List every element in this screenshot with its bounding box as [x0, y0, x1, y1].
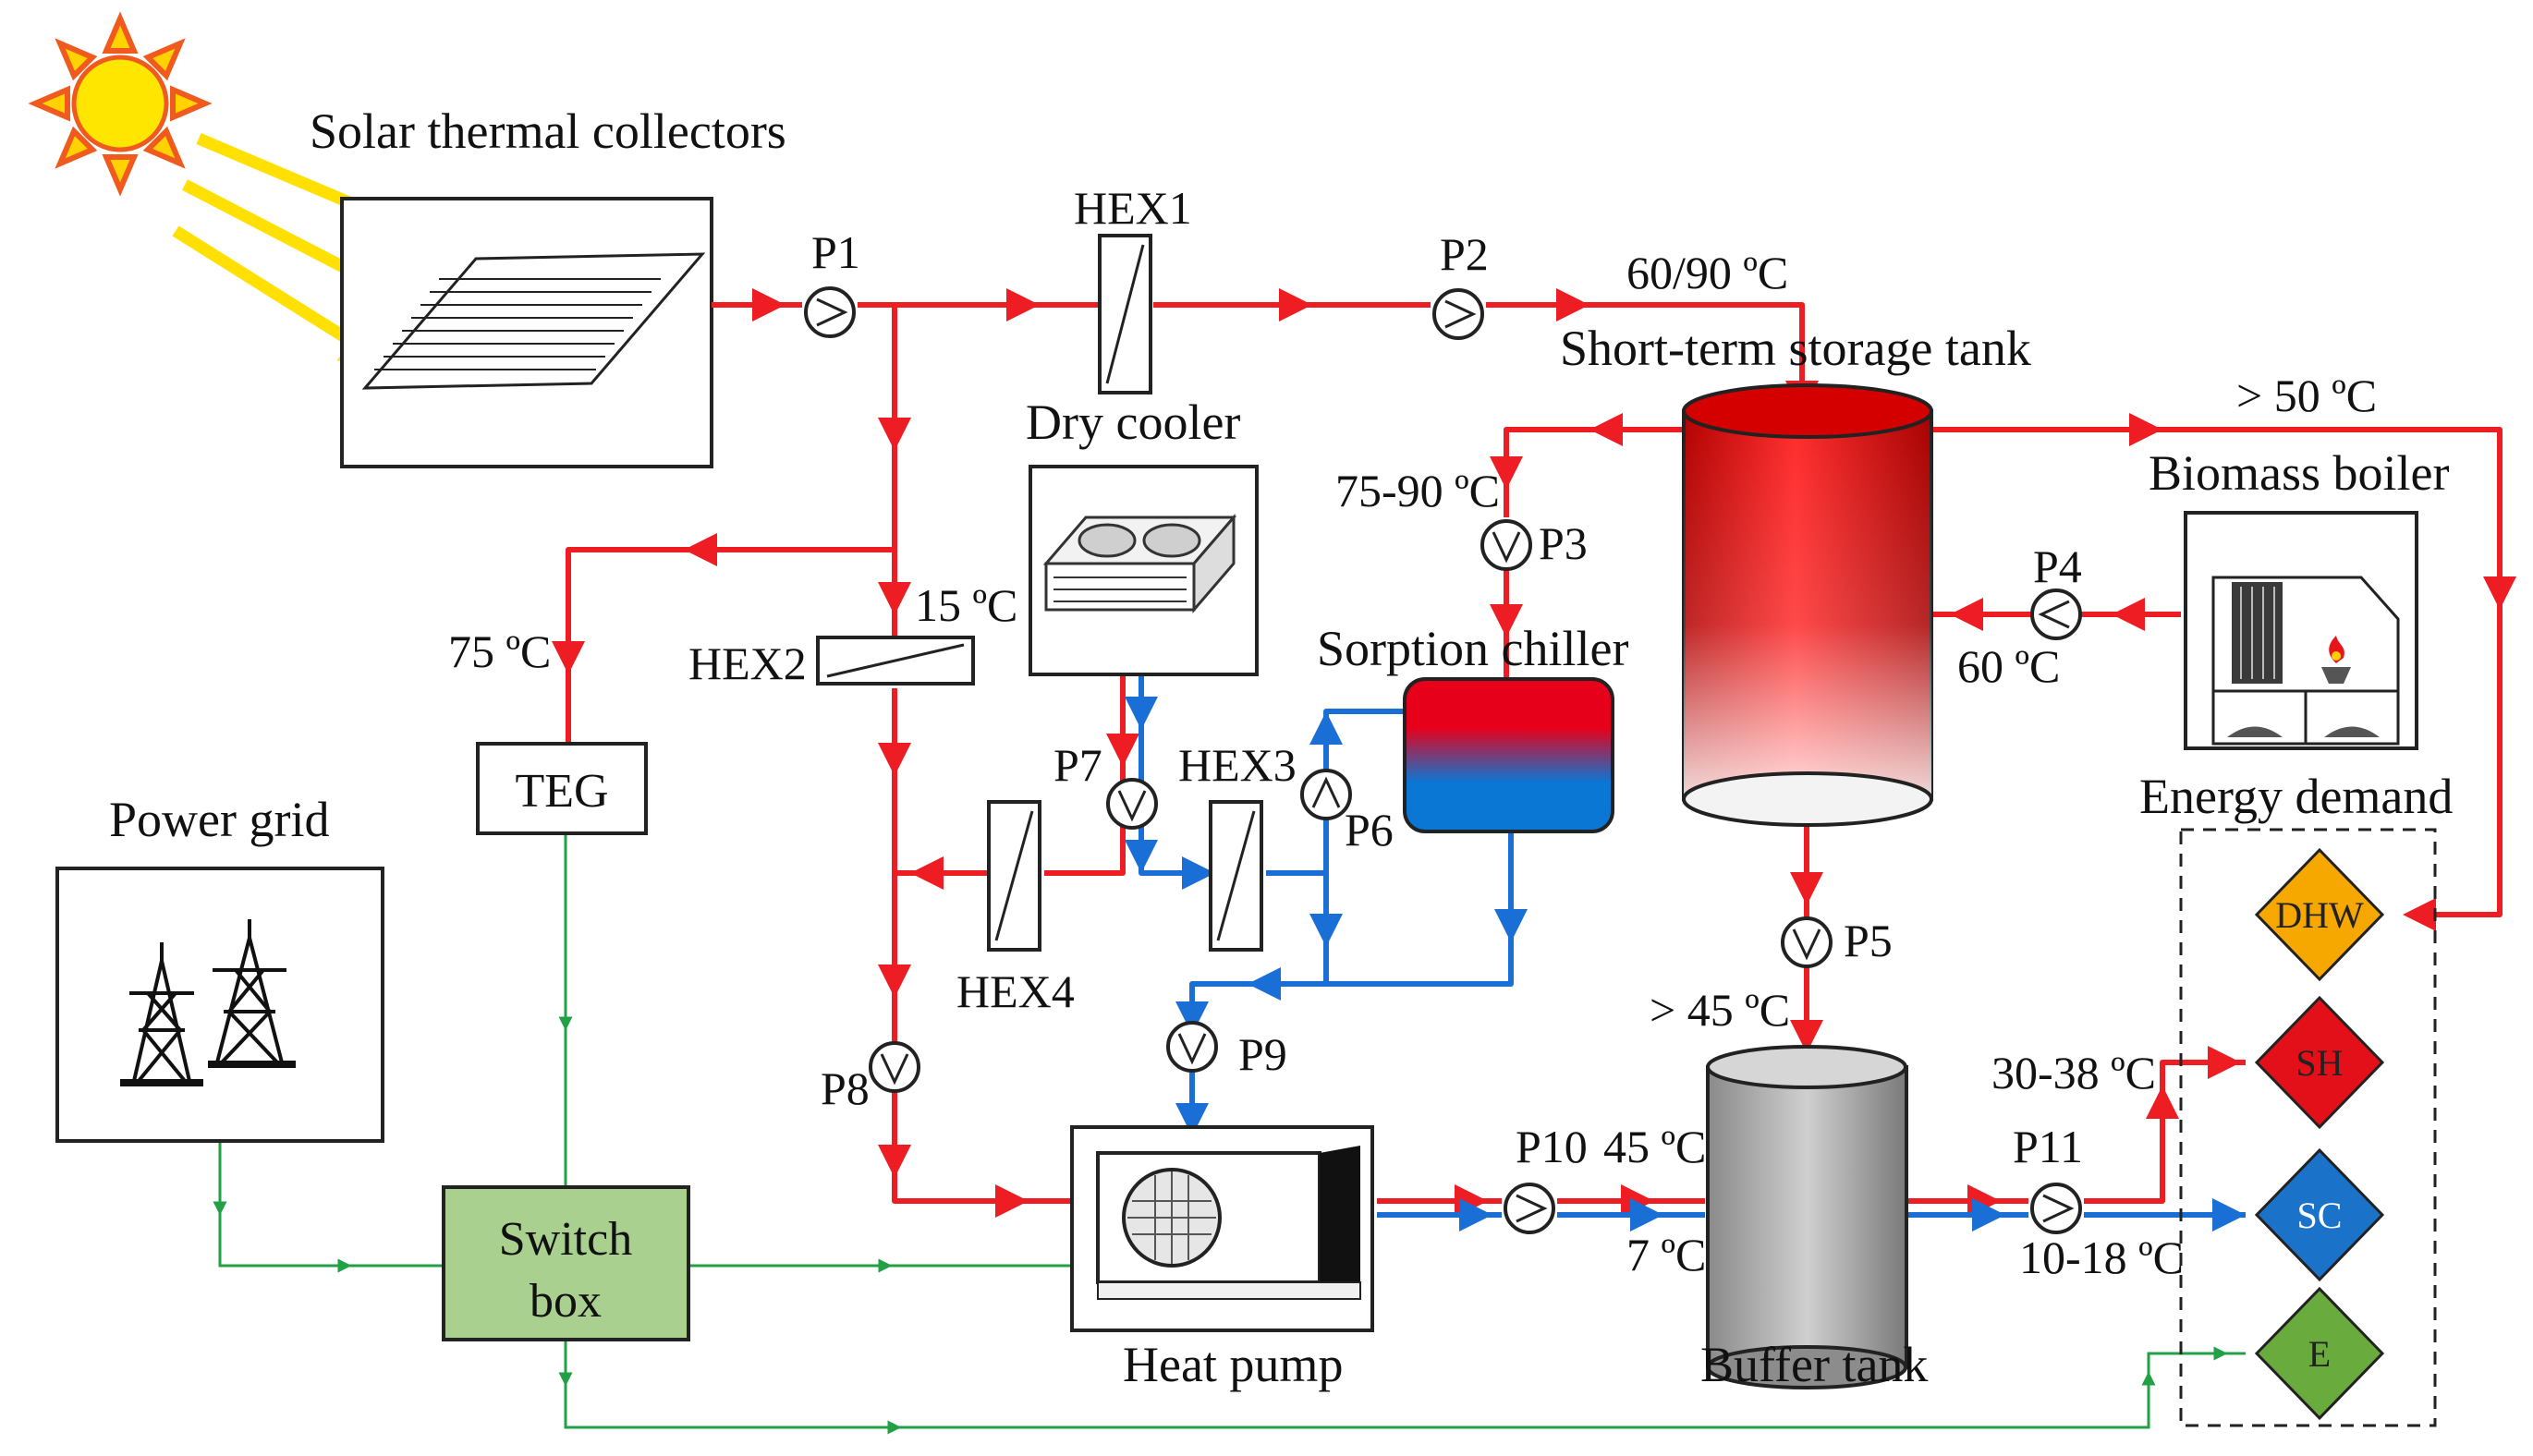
pump-p3: [1480, 519, 1532, 571]
demand-dhw: DHW: [2254, 847, 2385, 982]
temp-label-75-90: 75-90 ºC: [1335, 465, 1500, 516]
biomass-boiler-icon: [2184, 511, 2418, 750]
demand-sc-label: SC: [2297, 1195, 2343, 1236]
hex1-label: HEX1: [1074, 182, 1192, 234]
hex3-label: HEX3: [1178, 739, 1297, 791]
pump-label-p8: P8: [821, 1062, 870, 1114]
pump-label-p9: P9: [1238, 1028, 1287, 1080]
hex3-exchanger: [1209, 800, 1263, 952]
pump-label-p4: P4: [2033, 540, 2082, 592]
demand-e: E: [2254, 1286, 2385, 1421]
energy-demand-box: [2179, 828, 2437, 1427]
hex2-exchanger: [816, 636, 975, 686]
pump-p1: [804, 286, 856, 338]
pump-p10: [1504, 1183, 1555, 1234]
power-grid-box: [55, 867, 384, 1143]
pump-p11: [2030, 1183, 2082, 1234]
power-tower-icon: [120, 919, 296, 1086]
sorption-chiller-label: Sorption chiller: [1317, 621, 1628, 676]
pump-label-p6: P6: [1345, 804, 1394, 855]
temp-label-60: 60 ºC: [1957, 640, 2060, 692]
demand-sh-label: SH: [2296, 1042, 2343, 1084]
buffer-tank: [1706, 1045, 1908, 1389]
dry-cooler-icon: [1029, 465, 1259, 676]
switch-box-label-line2: box: [530, 1275, 602, 1328]
pump-label-p10: P10: [1516, 1121, 1588, 1172]
solar-collectors-label: Solar thermal collectors: [310, 103, 786, 159]
pump-p9: [1166, 1021, 1218, 1073]
temp-label-10-18: 10-18 ºC: [2019, 1232, 2184, 1283]
temp-label-above-45: > 45 ºC: [1650, 984, 1790, 1036]
temp-label-75: 75 ºC: [448, 625, 551, 677]
hex4-exchanger: [987, 800, 1041, 952]
storage-tank-label: Short-term storage tank: [1560, 321, 2031, 376]
cold-flow-arrows: [1125, 693, 2246, 1232]
temp-label-7: 7 ºC: [1626, 1229, 1706, 1280]
pump-label-p7: P7: [1053, 739, 1102, 791]
hex4-label: HEX4: [956, 965, 1075, 1017]
switch-box-label-line1: Switch: [499, 1213, 632, 1266]
demand-e-label: E: [2308, 1333, 2331, 1375]
dry-cooler-label: Dry cooler: [1026, 394, 1240, 450]
pump-label-p5: P5: [1844, 915, 1893, 966]
temp-label-60-90: 60/90 ºC: [1626, 247, 1788, 298]
power-grid-label: Power grid: [109, 792, 329, 847]
buffer-tank-label: Buffer tank: [1700, 1337, 1928, 1392]
demand-sh: SH: [2254, 995, 2385, 1130]
hex1-exchanger: [1098, 234, 1152, 394]
pump-label-p2: P2: [1440, 228, 1489, 280]
pump-label-p11: P11: [2013, 1121, 2083, 1172]
energy-demand-label: Energy demand: [2139, 769, 2453, 824]
pump-p4: [2030, 588, 2082, 640]
pump-p2: [1432, 288, 1484, 340]
pump-label-p3: P3: [1539, 517, 1588, 569]
temp-label-above-50: > 50 ºC: [2236, 370, 2377, 421]
temp-label-15: 15 ºC: [915, 579, 1017, 631]
teg-box: [476, 742, 648, 835]
temp-label-45: 45 ºC: [1603, 1121, 1706, 1172]
sorption-chiller: [1403, 677, 1614, 833]
pump-label-p1: P1: [811, 226, 860, 278]
biomass-boiler-label: Biomass boiler: [2149, 445, 2449, 501]
pump-p6: [1300, 769, 1352, 820]
demand-sc: SC: [2254, 1147, 2385, 1282]
storage-tank: [1682, 383, 1933, 827]
pump-p8: [869, 1041, 920, 1093]
pump-p7: [1106, 778, 1158, 830]
heat-pump-label: Heat pump: [1123, 1337, 1343, 1392]
hot-flow-arrows: [552, 288, 2516, 1218]
demand-dhw-label: DHW: [2275, 894, 2364, 936]
hex2-label: HEX2: [688, 637, 807, 689]
heat-pump-icon: [1070, 1125, 1374, 1332]
electric-flow-arrows: [213, 1007, 2228, 1435]
temp-label-30-38: 30-38 ºC: [1991, 1047, 2156, 1098]
sun-icon: [28, 11, 213, 197]
switch-box: [442, 1185, 690, 1341]
pump-p5: [1781, 916, 1833, 968]
teg-label: TEG: [515, 765, 608, 818]
solar-collector-box: [340, 197, 713, 468]
